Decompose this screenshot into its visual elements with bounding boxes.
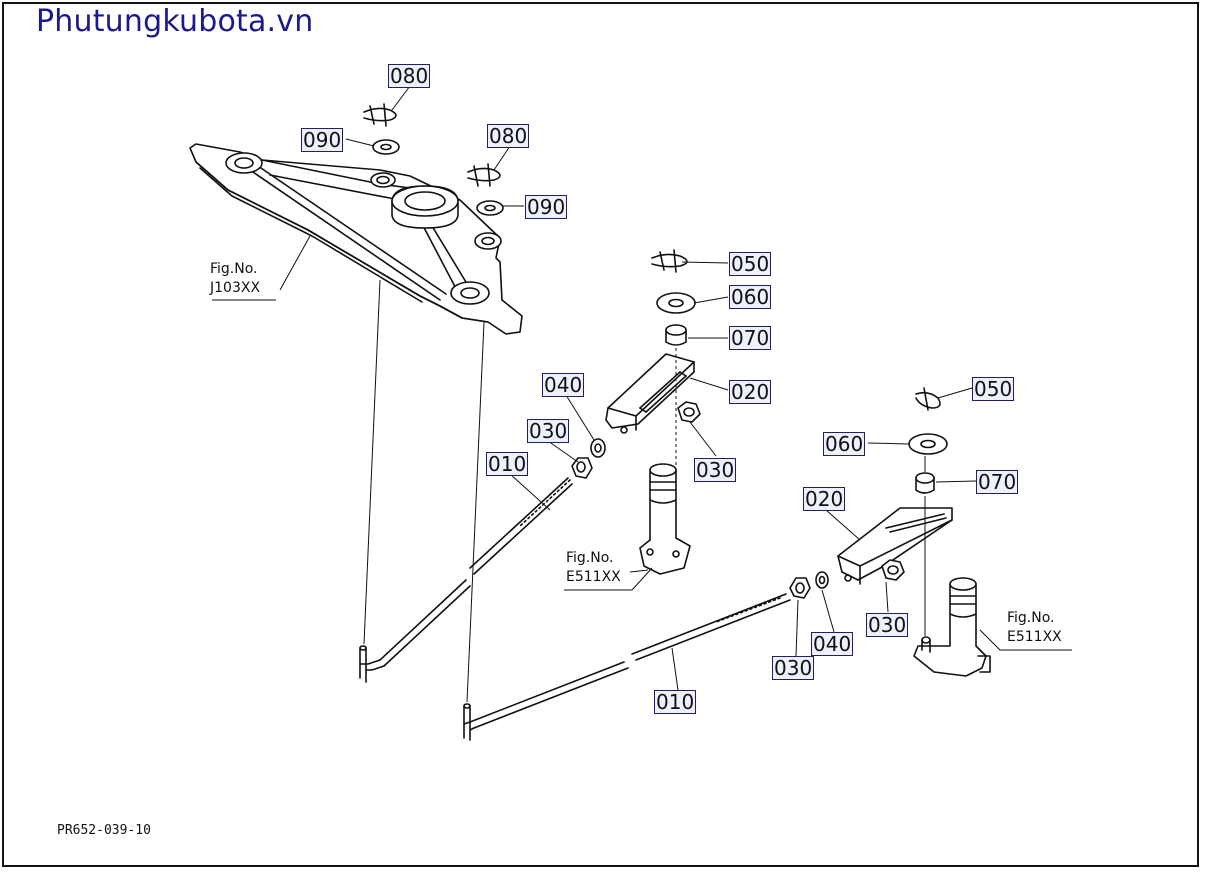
nut-bracket-right bbox=[881, 559, 905, 581]
part-label-040-right[interactable]: 040 bbox=[811, 632, 854, 656]
fig-ref-number: J103XX bbox=[210, 280, 261, 296]
lock-washer-left bbox=[590, 438, 606, 458]
washer-top-right bbox=[476, 200, 504, 216]
bracket-left bbox=[605, 353, 695, 434]
bushing-right bbox=[915, 472, 935, 494]
washer-right bbox=[908, 433, 948, 455]
fig-ref-number: E511XX bbox=[1007, 629, 1062, 645]
part-label-010-right[interactable]: 010 bbox=[654, 690, 697, 714]
part-label-030-bracket[interactable]: 030 bbox=[694, 458, 737, 482]
fig-ref-j103xx[interactable]: Fig.No. J103XX bbox=[210, 260, 260, 298]
leader-rod-right-upper bbox=[466, 321, 485, 703]
shaft-left bbox=[639, 463, 691, 575]
part-label-070-mid[interactable]: 070 bbox=[729, 326, 772, 350]
part-label-090-right[interactable]: 090 bbox=[525, 195, 568, 219]
part-label-040-left[interactable]: 040 bbox=[542, 373, 585, 397]
cotter-pin-mid bbox=[651, 249, 688, 273]
part-label-090-left[interactable]: 090 bbox=[301, 128, 344, 152]
part-label-080-right[interactable]: 080 bbox=[487, 124, 530, 148]
diagram-code: PR652-039-10 bbox=[57, 823, 151, 838]
part-label-010-left[interactable]: 010 bbox=[486, 452, 529, 476]
part-label-050-mid[interactable]: 050 bbox=[729, 252, 772, 276]
border-frame bbox=[2, 2, 1199, 867]
part-label-020-left[interactable]: 020 bbox=[729, 380, 772, 404]
fig-ref-prefix: Fig.No. bbox=[566, 550, 614, 566]
fig-ref-prefix: Fig.No. bbox=[210, 261, 258, 277]
lever-plate bbox=[189, 143, 523, 335]
fig-ref-number: E511XX bbox=[566, 569, 621, 585]
part-label-060-right[interactable]: 060 bbox=[823, 432, 866, 456]
bushing-mid bbox=[665, 324, 687, 346]
part-label-020-right[interactable]: 020 bbox=[803, 487, 846, 511]
cotter-pin-right bbox=[915, 387, 941, 411]
nut-bracket-left bbox=[677, 401, 701, 423]
fig-ref-prefix: Fig.No. bbox=[1007, 610, 1055, 626]
nut-left bbox=[571, 457, 593, 479]
shaft-right bbox=[913, 577, 991, 677]
washer-top-left bbox=[372, 139, 400, 155]
part-label-050-right[interactable]: 050 bbox=[972, 377, 1015, 401]
part-label-030-right[interactable]: 030 bbox=[772, 656, 815, 680]
cotter-pin-top-left bbox=[363, 103, 397, 127]
rod-right bbox=[463, 593, 791, 741]
brand-watermark: Phutungkubota.vn bbox=[36, 4, 314, 39]
lock-washer-right bbox=[815, 571, 829, 589]
fig-ref-e511xx-right[interactable]: Fig.No. E511XX bbox=[1007, 609, 1062, 647]
leader-rod-left-upper bbox=[363, 279, 381, 645]
part-label-030-right-bracket[interactable]: 030 bbox=[866, 613, 909, 637]
rod-left bbox=[359, 477, 573, 683]
part-label-030-left[interactable]: 030 bbox=[527, 419, 570, 443]
washer-mid bbox=[656, 292, 696, 314]
fig-ref-e511xx-left[interactable]: Fig.No. E511XX bbox=[566, 549, 621, 587]
part-label-080-top[interactable]: 080 bbox=[388, 64, 431, 88]
cotter-pin-top-right bbox=[467, 163, 501, 187]
part-label-060-mid[interactable]: 060 bbox=[729, 285, 772, 309]
bracket-right bbox=[837, 507, 953, 585]
part-label-070-right[interactable]: 070 bbox=[976, 470, 1019, 494]
nut-right bbox=[789, 577, 811, 599]
